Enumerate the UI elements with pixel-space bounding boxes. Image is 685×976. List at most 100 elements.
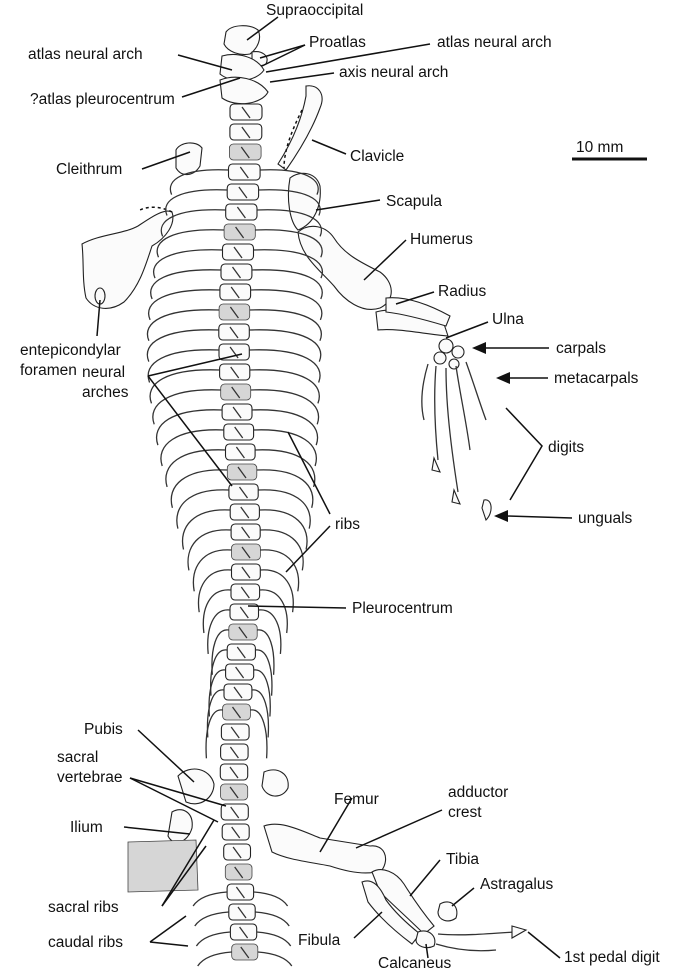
leader-atlas-neural-arch-left (177, 54, 233, 71)
label-carpals: carpals (556, 340, 606, 357)
neural-spine (241, 566, 251, 579)
leader-proatlas-b (261, 44, 306, 67)
neural-spine (235, 886, 245, 899)
leader-lines (96, 16, 573, 959)
label-scale-bar: 10 mm (576, 139, 623, 156)
left-humerus-bone (81, 210, 174, 309)
rib-left (155, 409, 223, 446)
label-digits: digits (548, 439, 584, 456)
ulna-bone (385, 297, 451, 327)
leader-astragalus (451, 887, 475, 907)
ilium-bone (167, 809, 193, 843)
rib-right (257, 629, 275, 675)
carpal-bones (433, 338, 465, 370)
label-sacral: sacral (57, 749, 98, 766)
caudal-rib-right (253, 891, 289, 907)
label-caudal-ribs: caudal ribs (48, 934, 123, 951)
rib-right (259, 589, 288, 634)
label-calcaneus: Calcaneus (378, 955, 451, 972)
caudal-rib-right (257, 951, 293, 967)
neural-spine (230, 366, 240, 379)
neural-spine (241, 526, 251, 539)
neural-spine (240, 946, 250, 959)
rib-left (207, 609, 231, 654)
label-atlas-neural-arch-right: atlas neural arch (437, 34, 552, 51)
label-scapula: Scapula (386, 193, 442, 210)
rib-left (197, 569, 232, 613)
rib-left (202, 589, 232, 634)
neural-spine (229, 346, 239, 359)
label-foramen: foramen (20, 362, 77, 379)
calcaneus-bone (415, 930, 436, 949)
leader-proatlas-a (259, 44, 306, 59)
neural-spine (231, 386, 241, 399)
rib-left (150, 269, 222, 300)
leader-neural-arches-a (147, 353, 243, 377)
neural-spine (239, 606, 249, 619)
neural-spine (235, 666, 245, 679)
leader-humerus (363, 239, 407, 281)
neural-spine (232, 846, 242, 859)
neural-spine (236, 206, 246, 219)
label-adductor: adductor (448, 784, 508, 801)
leader-caudal-ribs-a (149, 915, 187, 943)
rib-left (187, 529, 232, 571)
leader-femur (319, 797, 353, 853)
rib-right (253, 429, 317, 467)
leader-ribs-a (287, 431, 331, 515)
rib-right (253, 249, 323, 279)
neural-spine (233, 686, 243, 699)
rib-right (258, 489, 311, 529)
arrow-carpals (472, 342, 486, 354)
leader-axis-neural-arch (269, 72, 335, 83)
label-first-pedal-digit: 1st pedal digit (564, 949, 660, 966)
label-humerus: Humerus (410, 231, 473, 248)
cleithrum-bone (175, 142, 203, 176)
neural-spine (240, 146, 250, 159)
leader-atlas-pleurocentrum (181, 77, 241, 98)
rib-left (153, 249, 223, 279)
neural-spine (241, 126, 251, 139)
neural-spine (230, 726, 240, 739)
rib-left (169, 169, 229, 195)
neural-spine (232, 406, 242, 419)
label-arches: arches (82, 384, 129, 401)
leader-first-pedal-digit (527, 931, 561, 959)
leader-calcaneus (425, 943, 429, 959)
label-vertebrae: vertebrae (57, 769, 122, 786)
label-pleurocentrum: Pleurocentrum (352, 600, 453, 617)
label-ilium: Ilium (70, 819, 103, 836)
rib-left (148, 289, 220, 321)
neural-spine (237, 466, 247, 479)
pes-digits (435, 925, 528, 952)
neural-spine (231, 826, 241, 839)
rib-right (251, 409, 319, 446)
neural-spine (241, 546, 251, 559)
rib-right (249, 369, 320, 404)
pubis-right-bone (261, 769, 289, 797)
rib-left (165, 449, 226, 488)
leader-fibula (353, 911, 383, 939)
leader-sacral-ribs-b (161, 845, 207, 907)
neural-spine (229, 326, 239, 339)
rib-right (250, 289, 323, 321)
astragalus-bone (437, 901, 458, 922)
leader-sacral-vertebrae-b (129, 777, 227, 807)
neural-spine (240, 506, 250, 519)
rib-right (249, 349, 321, 383)
rib-left (156, 229, 225, 258)
neural-spine (238, 186, 248, 199)
rib-right (250, 709, 268, 759)
caudal-rib-right (256, 931, 292, 947)
rib-left (176, 489, 229, 529)
neural-spine (234, 426, 244, 439)
neural-spine (236, 646, 246, 659)
leader-atlas-neural-arch-right (265, 43, 431, 73)
label-sacral-ribs: sacral ribs (48, 899, 119, 916)
leader-supraoccipital (246, 16, 279, 41)
leader-sacral-vertebrae-a (129, 777, 219, 823)
label-radius: Radius (438, 283, 486, 300)
label-pubis: Pubis (84, 721, 123, 738)
label-ribs: ribs (335, 516, 360, 533)
